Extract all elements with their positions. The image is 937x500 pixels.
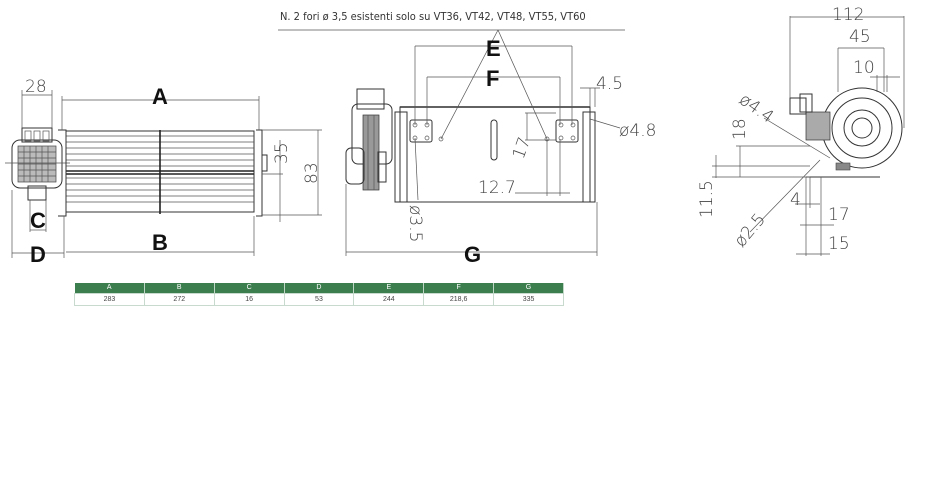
dim-diam-2-5: ø2.5 [731,210,770,252]
col-header-C: C [214,283,285,294]
label-C: C [30,208,46,233]
col-header-F: F [423,283,495,294]
dim-15: 15 [828,234,850,254]
table-header-row: A B C D E F G [74,283,564,294]
cell-G: 335 [493,293,564,306]
cell-E: 244 [353,293,425,306]
col-header-A: A [74,283,145,294]
dim-12-7: 12.7 [478,178,516,198]
label-G: G [464,242,481,267]
table-row: 283 272 16 53 244 218,6 335 [74,293,564,306]
col-header-E: E [353,283,425,294]
cell-A: 283 [74,293,145,306]
side-view: 112 45 10 ø4.4 18 11.5 4 17 15 ø2.5 [697,5,905,256]
col-header-G: G [493,283,564,294]
cell-D: 53 [283,293,355,306]
technical-drawing: 28 A 83 35 C D B N. 2 fori ø 3,5 esisten… [5,5,905,267]
label-D: D [30,242,46,267]
top-view: N. 2 fori ø 3,5 esistenti solo su VT36, … [278,10,656,267]
dim-35: 35 [272,142,292,164]
dim-11-5: 11.5 [697,180,717,218]
dim-28: 28 [25,77,47,97]
col-header-D: D [284,283,355,294]
dim-4-5: 4.5 [596,74,623,94]
holes-note: N. 2 fori ø 3,5 esistenti solo su VT36, … [280,10,586,23]
cell-B: 272 [143,293,215,306]
dim-diam-3-5: ø3.5 [405,205,425,242]
dim-112: 112 [832,5,864,25]
col-header-B: B [144,283,215,294]
front-view: 28 A 83 35 C D B [5,77,322,267]
label-A: A [152,84,168,109]
label-B: B [152,230,168,255]
dim-18: 18 [730,118,750,140]
dimensions-table: A B C D E F G 283 272 16 53 244 218,6 33… [74,283,564,306]
dim-4: 4 [790,190,801,210]
cell-C: 16 [213,293,285,306]
dim-10: 10 [853,58,875,78]
dim-diam-4-8: ø4.8 [619,121,656,141]
label-E: E [486,36,501,61]
label-F: F [486,66,499,91]
dim-83: 83 [302,162,322,184]
dim-45: 45 [849,27,871,47]
dim-17: 17 [509,135,535,162]
cell-F: 218,6 [423,293,495,306]
dim-17-side: 17 [828,205,850,225]
